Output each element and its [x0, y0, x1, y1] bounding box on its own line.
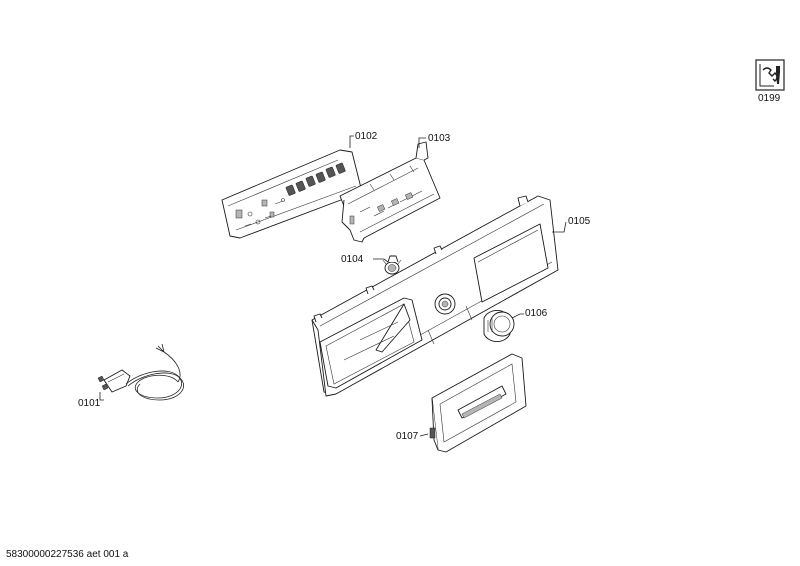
part-label-0101: 0101 — [78, 398, 101, 409]
module-carrier-frame[interactable] — [339, 141, 441, 243]
part-label-0107: 0107 — [396, 431, 419, 442]
program-knob[interactable] — [483, 310, 515, 342]
service-icon-label: 0199 — [758, 93, 781, 104]
selector-knob-cap[interactable] — [382, 255, 402, 275]
detergent-drawer-handle[interactable] — [429, 353, 527, 453]
part-label-0104: 0104 — [341, 254, 364, 265]
power-cord[interactable] — [97, 343, 185, 401]
control-module-pcb[interactable] — [221, 149, 363, 239]
document-code: 58300000227536 aet 001 a — [6, 549, 129, 560]
control-panel-fascia[interactable] — [311, 195, 559, 397]
part-label-0102: 0102 — [355, 131, 378, 142]
part-label-0103: 0103 — [428, 133, 451, 144]
part-label-0106: 0106 — [525, 308, 548, 319]
part-label-0105: 0105 — [568, 216, 591, 227]
service-tools-icon[interactable] — [755, 59, 785, 91]
